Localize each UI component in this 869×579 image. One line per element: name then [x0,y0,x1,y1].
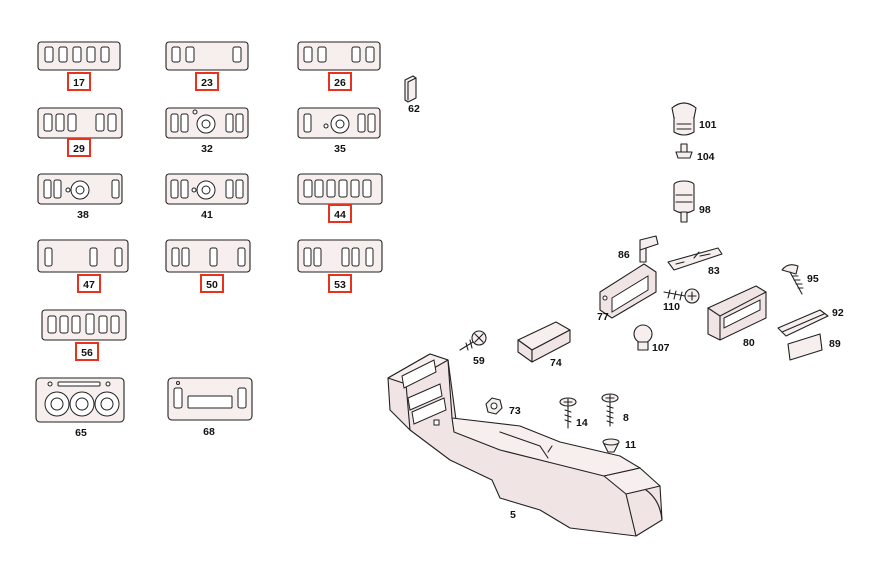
label-41: 41 [201,209,213,221]
label-104: 104 [697,151,715,163]
switch-panel-38[interactable] [37,173,123,205]
svg-text:50: 50 [206,279,218,291]
svg-text:56: 56 [81,347,93,359]
label-101: 101 [699,119,717,131]
svg-text:47: 47 [83,279,95,291]
label-38: 38 [77,209,89,221]
switch-panel-35[interactable] [297,107,381,139]
label-92: 92 [832,307,844,319]
svg-text:29: 29 [73,143,85,155]
svg-text:17: 17 [73,77,85,89]
switch-panel-41[interactable] [165,173,249,205]
switch-panel-50[interactable] [165,239,251,273]
label-74: 74 [550,357,562,369]
label-5: 5 [510,509,516,521]
cigarette-lighter-101[interactable] [671,102,697,136]
screw-110[interactable] [663,288,700,304]
screw-14[interactable] [559,397,577,429]
label-110: 110 [663,301,680,313]
cover-flap-92[interactable] [777,309,829,337]
heater-control-panel-65[interactable] [35,377,125,423]
svg-text:53: 53 [334,279,346,291]
screw-59[interactable] [459,330,487,351]
radio-panel-68[interactable] [167,377,253,421]
switch-panel-56[interactable] [41,309,127,341]
clip-11[interactable] [602,438,620,453]
cover-strip-74[interactable] [517,321,571,363]
label-62: 62 [408,103,420,115]
ashtray-insert-80[interactable] [707,285,767,341]
svg-text:44: 44 [334,209,346,221]
label-73: 73 [509,405,521,417]
bulb-107[interactable] [633,324,653,351]
label-89: 89 [829,338,841,350]
switch-panel-26[interactable] [297,41,381,71]
label-95: 95 [807,273,819,285]
label-32: 32 [201,143,213,155]
label-65: 65 [75,427,87,439]
label-26[interactable]: 26 [328,72,352,91]
label-35: 35 [334,143,346,155]
label-77: 77 [597,311,609,323]
screw-8[interactable] [601,393,619,427]
switch-panel-23[interactable] [165,41,249,71]
label-68: 68 [203,426,215,438]
switch-panel-53[interactable] [297,239,383,273]
label-59: 59 [473,355,485,367]
cover-plate-89[interactable] [787,333,823,361]
screw-95[interactable] [781,264,804,295]
label-23[interactable]: 23 [195,72,219,91]
switch-panel-47[interactable] [37,239,129,273]
nut-73[interactable] [485,397,503,415]
label-50[interactable]: 50 [200,274,224,293]
label-17[interactable]: 17 [67,72,91,91]
label-56[interactable]: 56 [75,342,99,361]
switch-panel-29[interactable] [37,107,123,139]
switch-panel-17[interactable] [37,41,121,71]
ashtray-housing-77[interactable] [599,263,657,319]
label-11: 11 [625,439,636,451]
svg-text:23: 23 [201,77,213,89]
svg-text:26: 26 [334,77,346,89]
label-53[interactable]: 53 [328,274,352,293]
switch-panel-32[interactable] [165,107,249,139]
center-console-5[interactable] [387,353,663,537]
bracket-86[interactable] [639,235,659,263]
label-80: 80 [743,337,755,349]
lighter-socket-98[interactable] [673,180,695,223]
label-29[interactable]: 29 [67,138,91,157]
label-47[interactable]: 47 [77,274,101,293]
label-86: 86 [618,249,630,261]
switch-panel-44[interactable] [297,173,383,205]
label-98: 98 [699,204,711,216]
label-107: 107 [652,342,670,354]
label-8: 8 [623,412,629,424]
clip-62[interactable] [404,75,417,103]
knob-104[interactable] [675,143,693,159]
label-83: 83 [708,265,720,277]
label-14: 14 [576,417,588,429]
bracket-83[interactable] [667,247,723,271]
label-44[interactable]: 44 [328,204,352,223]
